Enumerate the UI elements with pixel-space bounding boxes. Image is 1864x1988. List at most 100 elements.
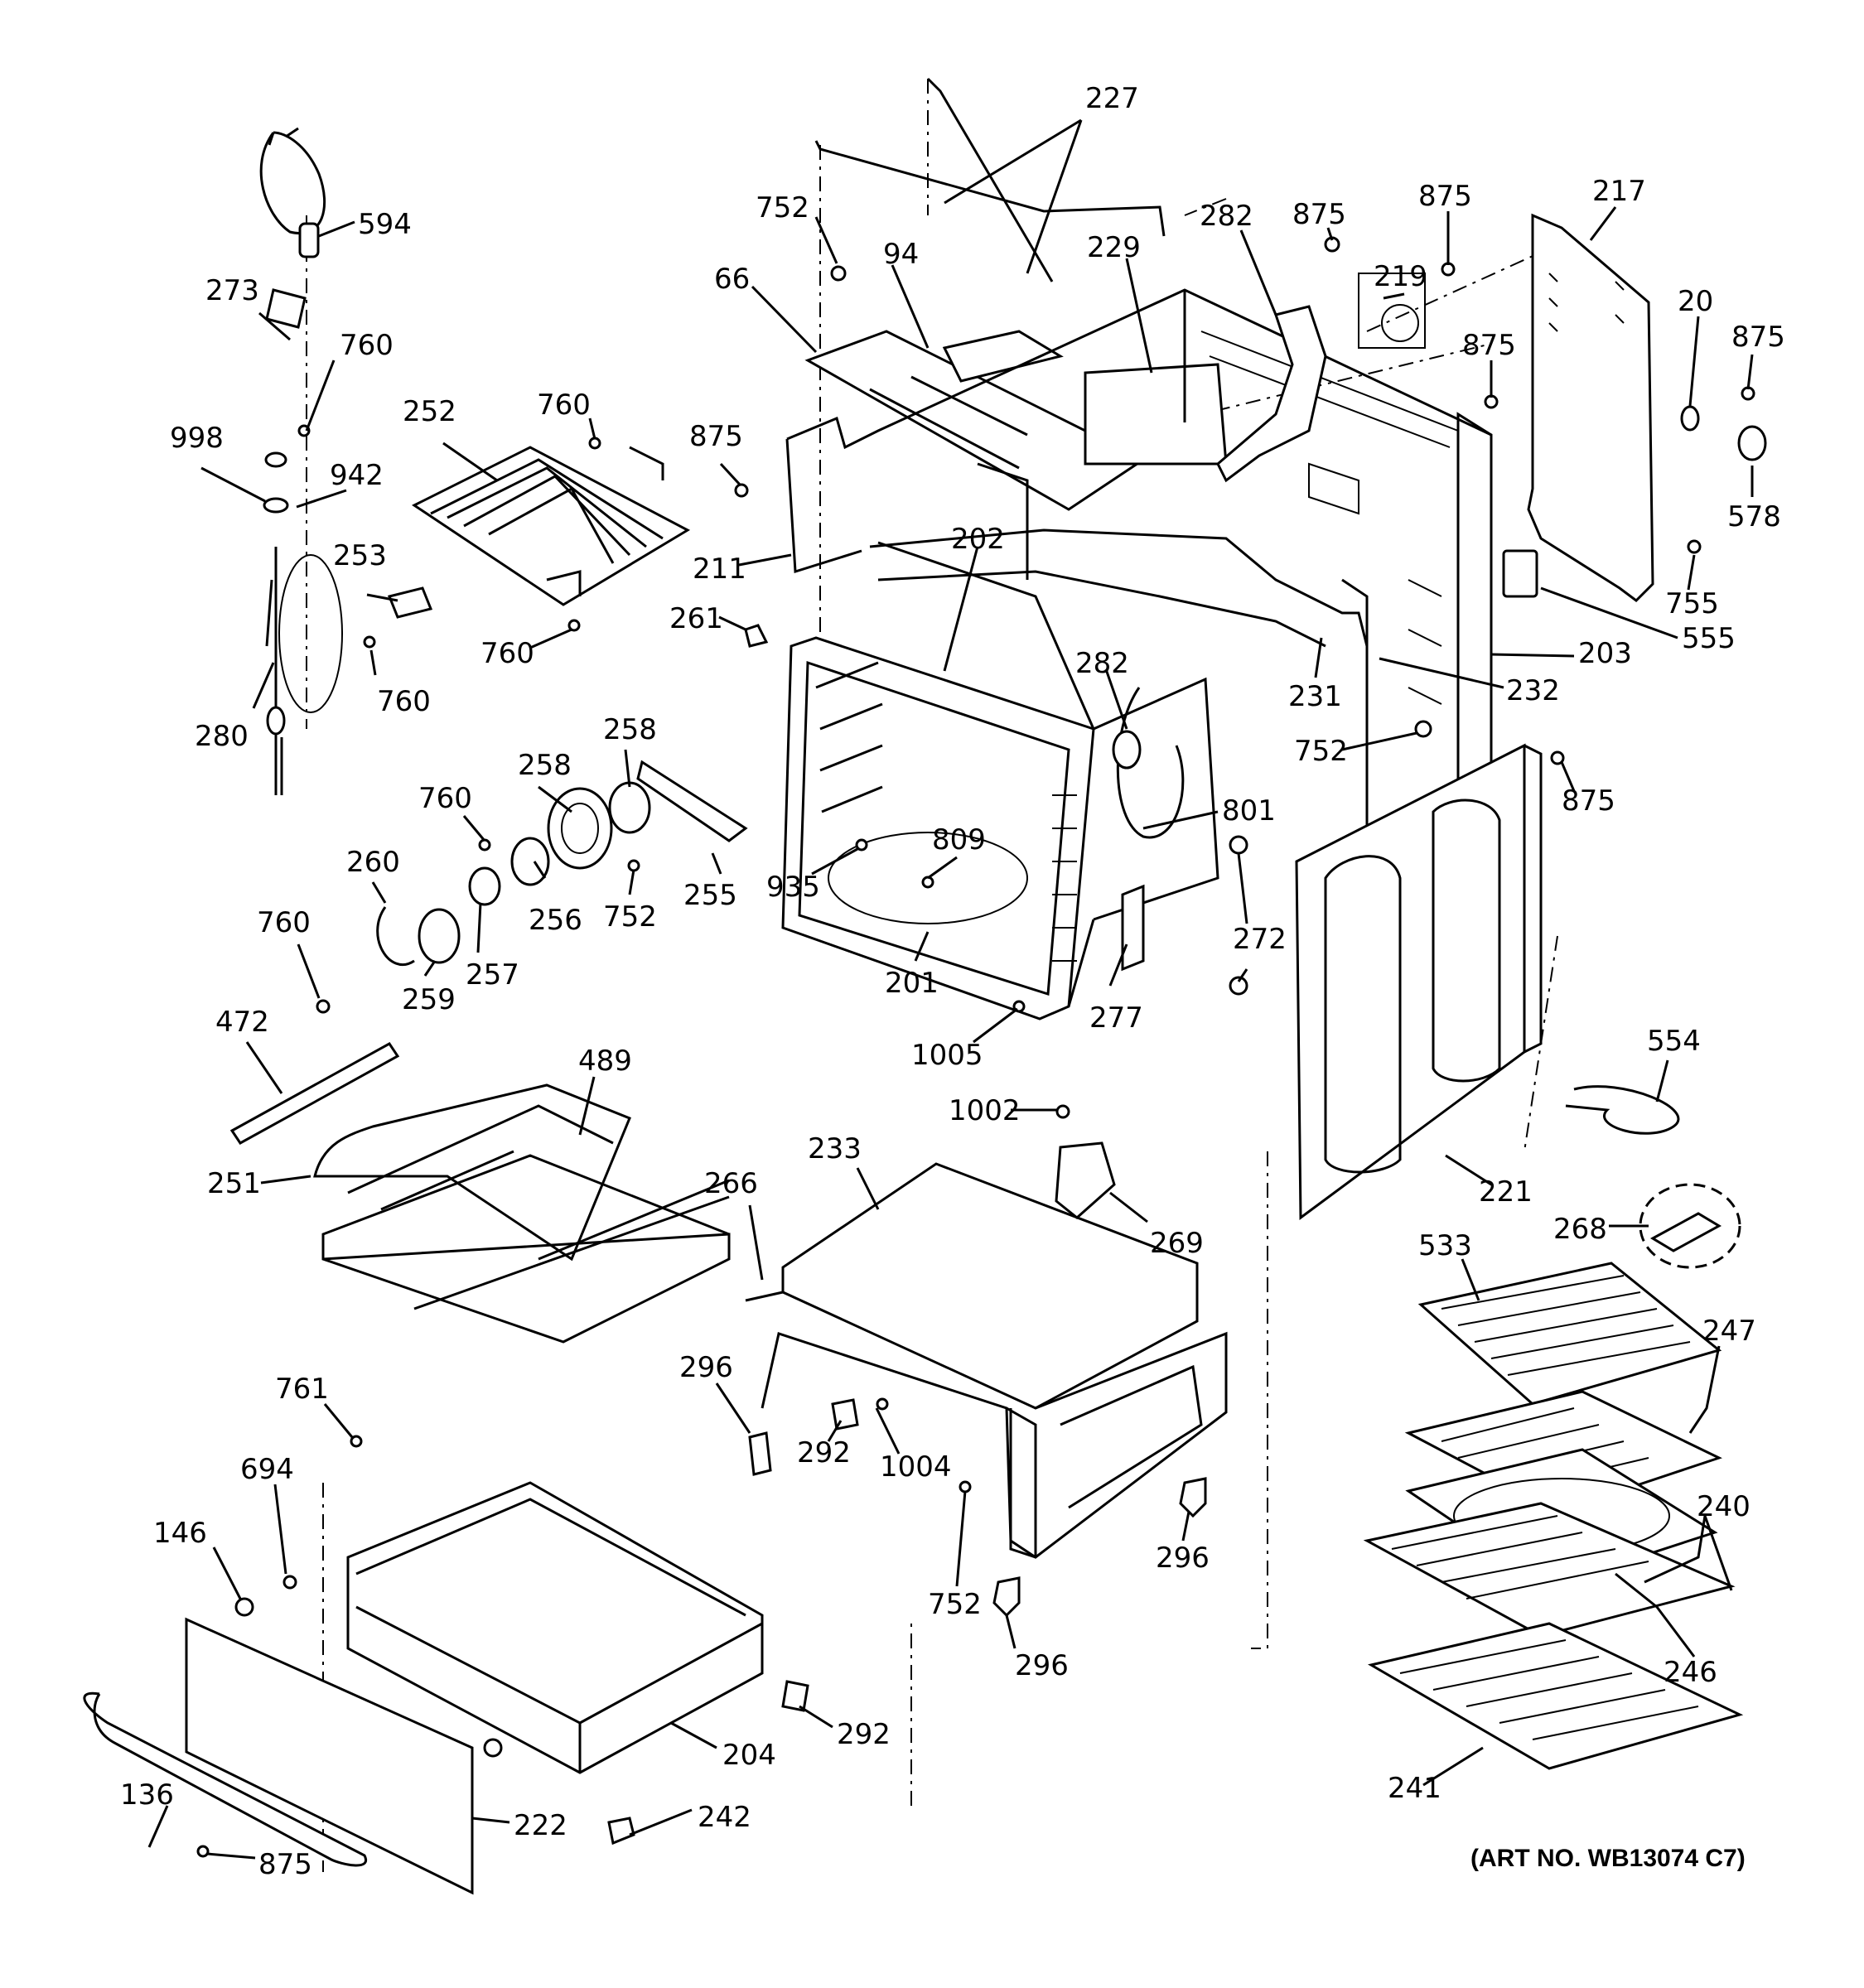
- callout-222: 222: [514, 1809, 567, 1842]
- callout-211: 211: [693, 552, 746, 586]
- power-cord: [1565, 1085, 1680, 1135]
- callout-261: 261: [669, 602, 723, 635]
- callout-554: 554: [1647, 1025, 1701, 1058]
- broil-element: [412, 446, 691, 606]
- callout-533: 533: [1418, 1229, 1472, 1262]
- callout-252: 252: [403, 395, 456, 428]
- cap-578: [1737, 425, 1767, 461]
- oven-racks: [1363, 1262, 1744, 1770]
- callout-809: 809: [932, 823, 986, 856]
- terminal-block-555: [1502, 549, 1538, 598]
- side-panel-217: [1527, 213, 1654, 602]
- callout-247: 247: [1702, 1315, 1756, 1348]
- callout-258: 258: [518, 749, 572, 782]
- callout-875: 875: [1562, 784, 1615, 818]
- callout-292: 292: [837, 1718, 891, 1751]
- callout-246: 246: [1664, 1656, 1717, 1689]
- callout-labels: 227 594 273 760 252 760 998 942 253 760 …: [120, 82, 1785, 1881]
- callout-752: 752: [1294, 735, 1348, 768]
- bracket-269: [1055, 1141, 1116, 1219]
- callout-472: 472: [215, 1006, 269, 1039]
- callout-752: 752: [756, 191, 809, 224]
- callout-760: 760: [377, 685, 431, 718]
- callout-260: 260: [346, 846, 400, 879]
- callout-273: 273: [205, 274, 259, 307]
- callout-296: 296: [1015, 1649, 1069, 1682]
- temperature-sensor-assembly: [259, 127, 343, 795]
- callout-1002: 1002: [949, 1094, 1021, 1127]
- callout-232: 232: [1506, 674, 1560, 707]
- callout-282: 282: [1075, 647, 1129, 680]
- oven-light-assembly: [376, 760, 748, 967]
- callout-282: 282: [1200, 200, 1253, 233]
- callout-66: 66: [714, 263, 750, 296]
- callout-255: 255: [683, 879, 737, 912]
- callout-594: 594: [358, 208, 412, 241]
- callout-875: 875: [1462, 329, 1516, 362]
- callout-136: 136: [120, 1778, 174, 1812]
- callout-489: 489: [578, 1045, 632, 1078]
- callout-229: 229: [1087, 231, 1141, 264]
- callout-1004: 1004: [880, 1450, 952, 1484]
- art-number: (ART NO. WB13074 C7): [1470, 1845, 1746, 1872]
- callout-146: 146: [153, 1517, 207, 1550]
- callout-219: 219: [1374, 260, 1427, 293]
- callout-233: 233: [808, 1132, 862, 1165]
- wiring-harness-227: [814, 77, 1166, 282]
- callout-292: 292: [797, 1436, 851, 1469]
- callout-875: 875: [1418, 180, 1472, 213]
- callout-221: 221: [1479, 1175, 1533, 1209]
- leader-lines: [147, 118, 1754, 1860]
- bushing-20: [1680, 405, 1700, 432]
- callout-201: 201: [885, 967, 939, 1000]
- callout-801: 801: [1222, 794, 1276, 828]
- callout-202: 202: [951, 523, 1005, 556]
- callout-203: 203: [1578, 637, 1632, 670]
- callout-259: 259: [402, 983, 456, 1016]
- lamp-socket: [1112, 730, 1142, 770]
- oven-cabinet: [785, 273, 1493, 863]
- callout-231: 231: [1288, 680, 1342, 713]
- callout-296: 296: [1156, 1542, 1210, 1575]
- callout-752: 752: [603, 900, 657, 934]
- callout-694: 694: [240, 1453, 294, 1486]
- callout-272: 272: [1233, 923, 1287, 956]
- callout-760: 760: [340, 329, 394, 362]
- callout-277: 277: [1089, 1001, 1143, 1035]
- callout-266: 266: [704, 1167, 758, 1200]
- detail-268: [1639, 1183, 1741, 1269]
- callout-935: 935: [766, 871, 820, 904]
- callout-242: 242: [698, 1801, 751, 1834]
- callout-269: 269: [1150, 1227, 1204, 1260]
- callout-578: 578: [1727, 500, 1781, 533]
- callout-268: 268: [1553, 1213, 1607, 1246]
- callout-251: 251: [207, 1167, 261, 1200]
- callout-253: 253: [333, 539, 387, 572]
- insulation-blanket-229: [1084, 363, 1228, 466]
- hinge-receptacle: [1121, 884, 1145, 972]
- callout-760: 760: [537, 388, 591, 422]
- bake-element-assembly: [229, 1042, 731, 1344]
- callout-227: 227: [1085, 82, 1139, 115]
- callout-760: 760: [418, 782, 472, 815]
- callout-204: 204: [722, 1739, 776, 1772]
- element-bracket: [387, 586, 433, 619]
- drawer-housing-266: [745, 1162, 1228, 1559]
- storage-drawer: [83, 1481, 764, 1895]
- callout-217: 217: [1592, 175, 1646, 208]
- callout-258: 258: [603, 713, 657, 746]
- callout-555: 555: [1682, 622, 1736, 655]
- part-drawings: [83, 77, 1767, 1895]
- callout-1005: 1005: [911, 1039, 983, 1072]
- callout-752: 752: [928, 1588, 982, 1621]
- callout-256: 256: [529, 904, 582, 937]
- callout-761: 761: [275, 1373, 329, 1406]
- callout-20: 20: [1678, 285, 1713, 318]
- callout-760: 760: [480, 637, 534, 670]
- callout-760: 760: [257, 906, 311, 939]
- side-panel-221: [1295, 743, 1543, 1220]
- callout-998: 998: [170, 422, 224, 455]
- callout-240: 240: [1697, 1490, 1751, 1523]
- callout-94: 94: [883, 238, 919, 271]
